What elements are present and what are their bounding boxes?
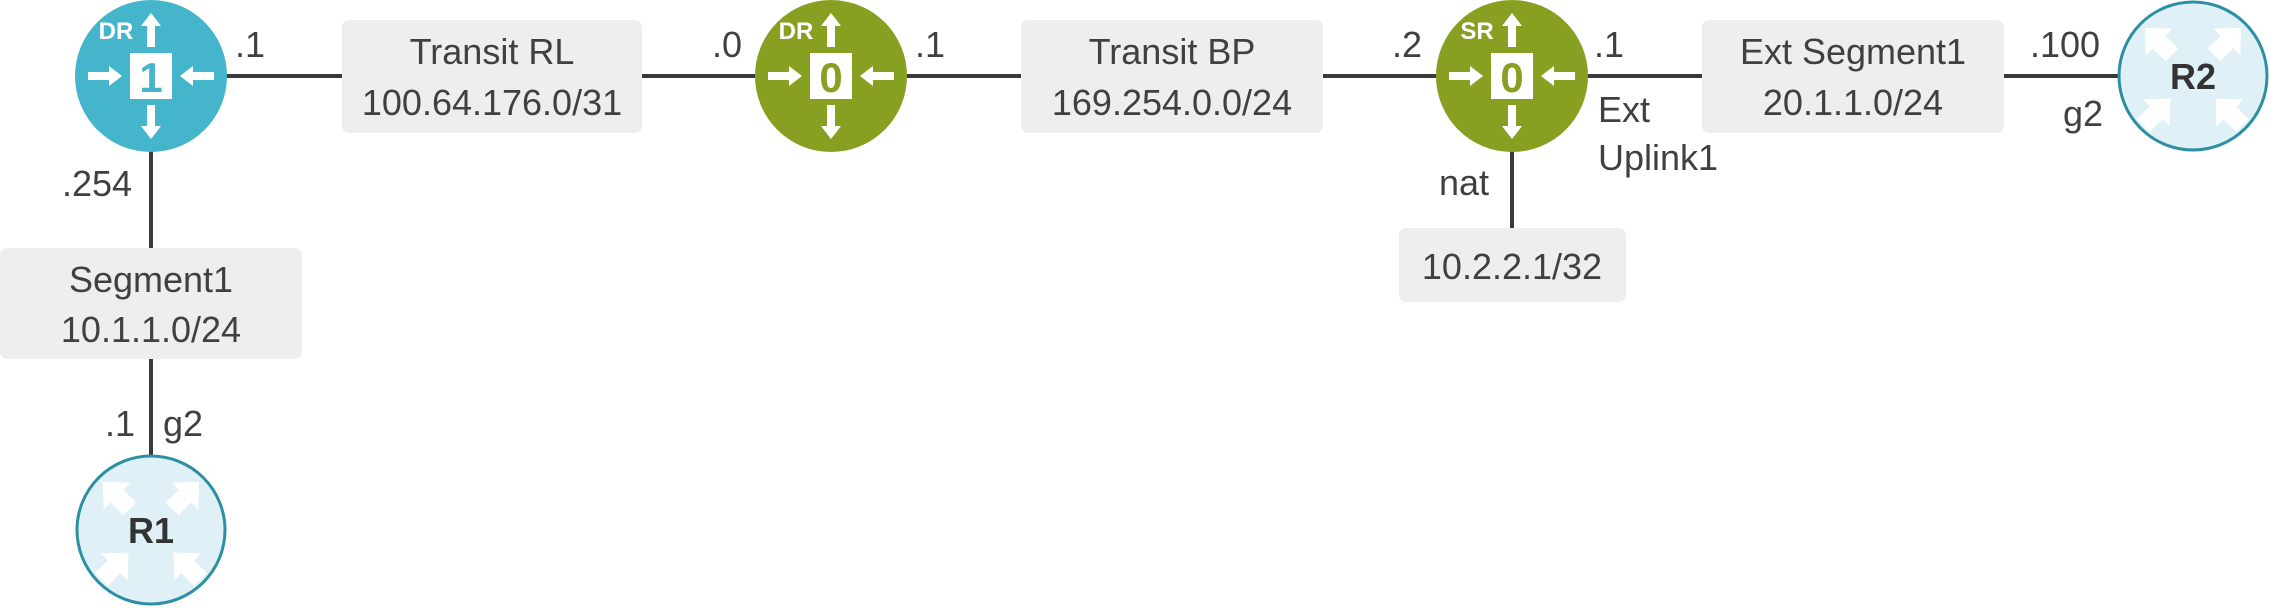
tier0-dr-router-icon: 0 DR: [755, 0, 907, 152]
segment-ext-segment1: Ext Segment1 20.1.1.0/24: [1702, 20, 2004, 133]
nat-pool-box: 10.2.2.1/32: [1399, 228, 1626, 302]
segment-transit-bp: Transit BP 169.254.0.0/24: [1021, 20, 1323, 133]
segment1-name: Segment1: [69, 259, 233, 300]
if-t0sr-transit-bp: .2: [1392, 24, 1422, 65]
if-r1-addr: .1: [105, 403, 135, 444]
tier0-dr-badge: DR: [779, 18, 814, 45]
if-r1-g2: g2: [163, 403, 203, 444]
r2-label: R2: [2170, 56, 2216, 97]
tier0-dr-number: 0: [819, 54, 842, 101]
nat-pool-subnet: 10.2.2.1/32: [1422, 246, 1602, 287]
links: [149, 74, 2125, 460]
transit-rl-subnet: 100.64.176.0/31: [362, 82, 622, 123]
if-t0sr-ext: .1: [1594, 24, 1624, 65]
r1-label: R1: [128, 510, 174, 551]
ext-segment1-subnet: 20.1.1.0/24: [1763, 82, 1943, 123]
r2-router-icon: R2: [2117, 0, 2269, 152]
if-r2-g2: g2: [2063, 93, 2103, 134]
segment-transit-rl: Transit RL 100.64.176.0/31: [342, 20, 642, 133]
ext-segment1-name: Ext Segment1: [1740, 31, 1966, 72]
r1-router-icon: R1: [75, 454, 227, 606]
tier1-dr-badge: DR: [99, 18, 134, 45]
if-t1-segment1: .254: [62, 163, 132, 204]
transit-bp-subnet: 169.254.0.0/24: [1052, 82, 1292, 123]
transit-rl-name: Transit RL: [410, 31, 575, 72]
if-t1-transit-rl: .1: [235, 24, 265, 65]
segment1-subnet: 10.1.1.0/24: [61, 309, 241, 350]
tier0-sr-number: 0: [1500, 54, 1523, 101]
tier0-sr-router-icon: 0 SR: [1436, 0, 1588, 152]
interface-labels: .1 .0 .1 .2 .1 Ext Uplink1 nat .100 g2 .…: [62, 24, 2103, 444]
if-t0dr-transit-rl: .0: [712, 24, 742, 65]
if-r2-addr: .100: [2030, 24, 2100, 65]
if-ext-uplink-line1: Ext: [1598, 89, 1650, 130]
if-t0dr-transit-bp: .1: [915, 24, 945, 65]
tier1-dr-number: 1: [139, 54, 162, 101]
if-ext-uplink-line2: Uplink1: [1598, 137, 1718, 178]
if-nat: nat: [1439, 162, 1489, 203]
segment-segment1: Segment1 10.1.1.0/24: [0, 248, 302, 359]
transit-bp-name: Transit BP: [1089, 31, 1256, 72]
tier1-dr-router-icon: 1 DR: [75, 0, 227, 152]
tier0-sr-badge: SR: [1460, 18, 1493, 45]
